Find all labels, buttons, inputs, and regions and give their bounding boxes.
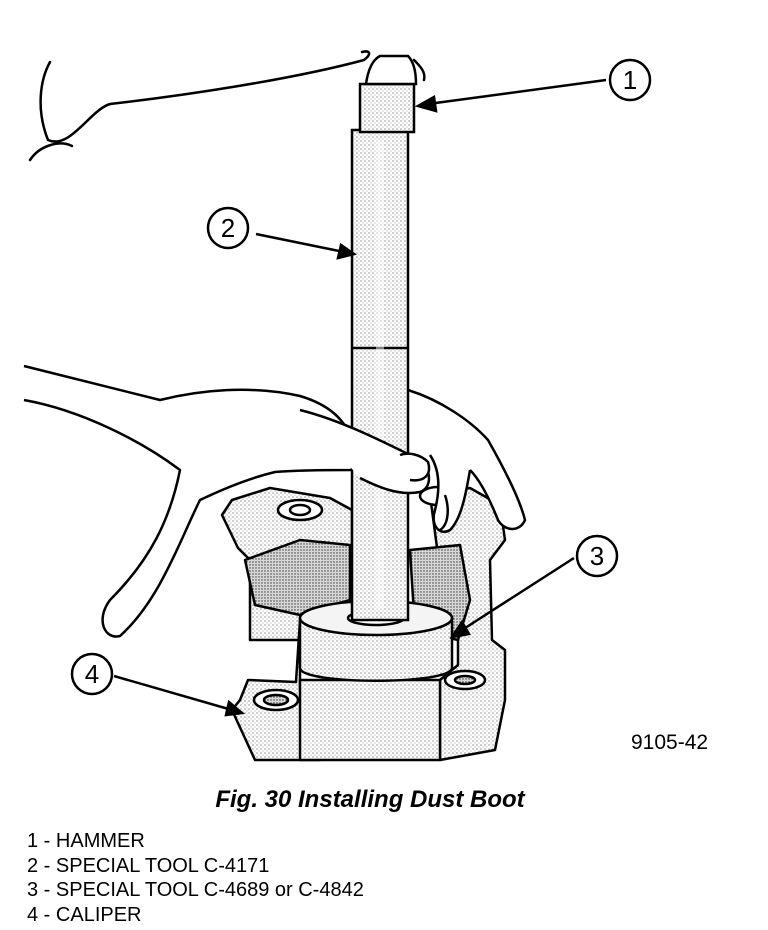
legend-text: SPECIAL TOOL C-4171 [55,854,270,877]
upper-hand [28,50,426,162]
callout-2: 2 [206,206,250,250]
driver-handle-tool [350,128,410,622]
svg-text:4: 4 [85,659,99,689]
legend-number: 1 [27,830,39,852]
callout-4: 4 [70,652,114,696]
callout-1: 1 [608,58,652,102]
legend-separator: - [38,903,56,926]
svg-text:3: 3 [590,541,604,571]
legend-text: CALIPER [55,903,142,926]
svg-text:1: 1 [623,65,637,95]
legend-item: 2 - SPECIAL TOOL C-4171 [27,854,364,879]
legend-separator: - [38,830,56,852]
installing-dust-boot-illustration: 1 2 3 4 [23,50,652,762]
legend-item: 4 - CALIPER [27,903,364,928]
legend-item: 1 - HAMMER [27,829,364,854]
legend-text: SPECIAL TOOL C-4689 or C-4842 [55,879,364,901]
legend-number: 3 [27,879,39,901]
callout-arrows [113,78,607,717]
figure-caption: Fig. 30 Installing Dust Boot [215,786,525,813]
lower-hand [23,364,527,638]
legend-text: HAMMER [55,830,145,852]
legend-separator: - [38,854,56,877]
legend-number: 2 [27,854,39,877]
caliper [220,485,507,762]
legend-list: 1 - HAMMER 2 - SPECIAL TOOL C-4171 3 - S… [27,829,364,927]
hammer [358,54,418,134]
figure-number: 9105-42 [631,731,709,754]
callout-3: 3 [575,534,619,578]
legend-item: 3 - SPECIAL TOOL C-4689 or C-4842 [27,878,364,903]
svg-text:2: 2 [221,213,235,243]
legend-number: 4 [27,903,39,926]
legend-separator: - [38,879,56,901]
